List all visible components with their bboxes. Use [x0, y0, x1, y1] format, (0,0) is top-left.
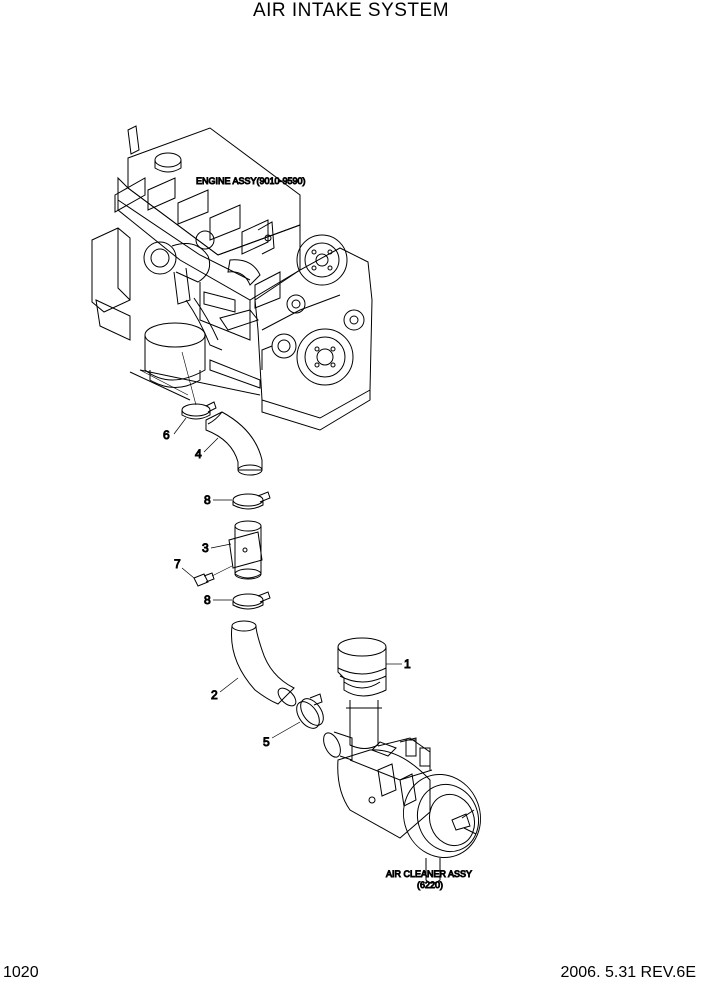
- callout-3-leader: [210, 543, 232, 549]
- callout-6: 6: [163, 428, 170, 442]
- callout-5-leader: [271, 721, 301, 739]
- callout-2: 2: [211, 688, 218, 702]
- revision-date: 2006. 5.31 REV.6E: [560, 964, 696, 981]
- callout-2-leader: [219, 677, 239, 693]
- callout-6-leader: [173, 417, 187, 435]
- callout-8b: 8: [204, 593, 211, 607]
- callout-4: 4: [195, 447, 202, 461]
- page-number: 1020: [3, 964, 39, 981]
- engine-assembly: [91, 125, 373, 431]
- part-8-clamp-upper: [232, 491, 271, 510]
- callout-4-leader: [203, 437, 219, 453]
- callout-5: 5: [263, 735, 270, 749]
- part-4-elbow-hose: [205, 411, 263, 476]
- callout-8a: 8: [204, 493, 211, 507]
- air-cleaner-label: AIR CLEANER ASSY: [386, 869, 472, 879]
- callout-3: 3: [202, 541, 209, 555]
- engine-assy-label: ENGINE ASSY(9010-9590): [196, 176, 306, 186]
- part-1-precleaner: [337, 637, 387, 697]
- callout-7: 7: [174, 557, 181, 571]
- part-6-clamp: [181, 401, 217, 420]
- part-8-clamp-lower: [232, 591, 271, 610]
- callout-7-leader: [181, 567, 195, 579]
- page-title: AIR INTAKE SYSTEM: [252, 0, 450, 21]
- part-2-curved-hose: [230, 620, 297, 707]
- callout-1: 1: [404, 657, 411, 671]
- part-7-fitting: [193, 565, 233, 587]
- air-cleaner-ref: (6220): [417, 880, 443, 890]
- air-cleaner-assembly: [323, 700, 481, 884]
- part-5-clamp: [296, 693, 324, 729]
- part-3-pipe: [228, 520, 263, 580]
